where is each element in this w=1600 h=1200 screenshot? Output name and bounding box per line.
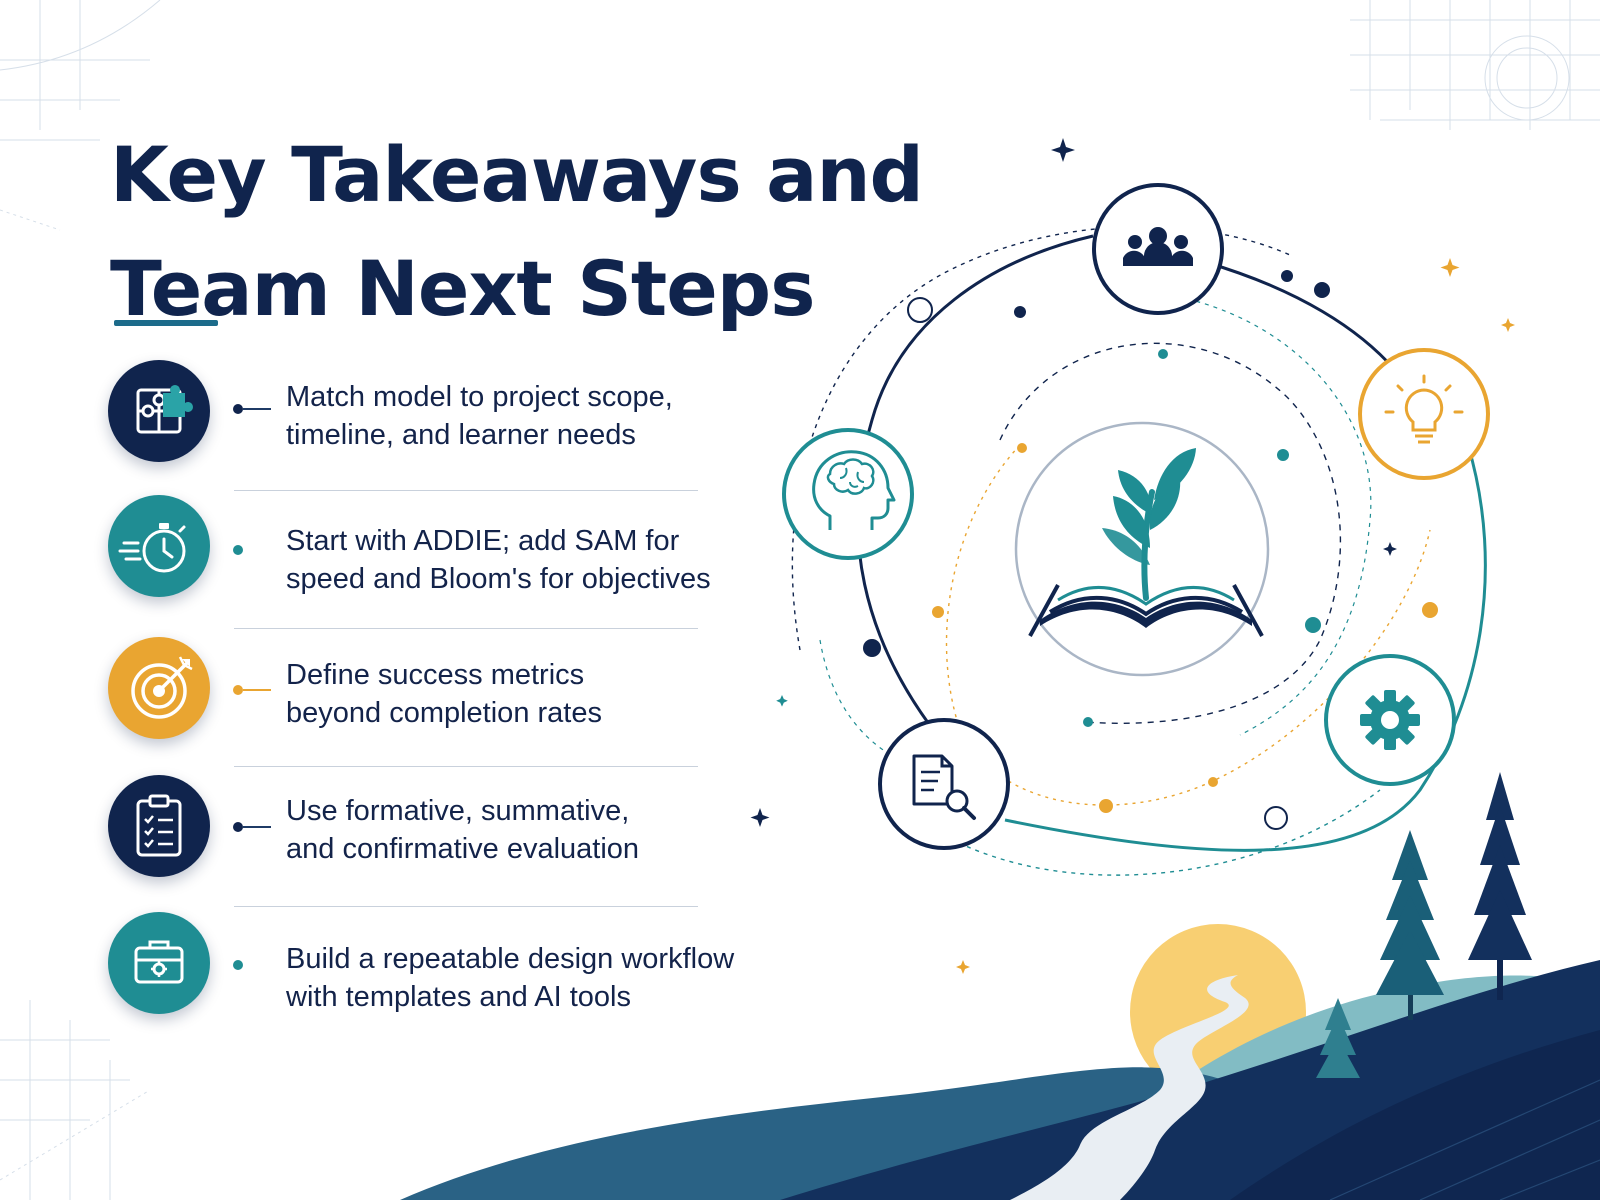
inner-dashed-ring-teal (1169, 294, 1372, 736)
small-pine-tree (1316, 998, 1360, 1078)
divider (234, 906, 698, 907)
target-icon (108, 637, 210, 739)
takeaway-line-2: speed and Bloom's for objectives (286, 563, 711, 595)
lightbulb-icon (1358, 348, 1490, 480)
stopwatch-icon (108, 495, 210, 597)
title-line-2: Team Next Steps (110, 244, 815, 333)
takeaway-text: Match model to project scope, timeline, … (286, 378, 673, 454)
takeaway-line-1: Define success metrics (286, 659, 585, 691)
sparkle-decoration (956, 258, 1515, 974)
takeaway-line-1: Build a repeatable design workflow (286, 943, 735, 975)
takeaway-line-2: beyond completion rates (286, 697, 602, 729)
divider (234, 766, 698, 767)
document-search-icon (878, 718, 1010, 850)
takeaway-text: Define success metrics beyond completion… (286, 656, 602, 732)
pine-tree (1468, 772, 1532, 1000)
takeaway-item: Build a repeatable design workflow with … (0, 912, 734, 1032)
main-ring-left (856, 234, 1094, 746)
bullet-line (243, 408, 271, 410)
title-line-1: Key Takeaways and (110, 130, 924, 219)
divider (234, 628, 698, 629)
takeaway-item: Match model to project scope, timeline, … (0, 357, 720, 477)
bullet-dot (233, 545, 243, 555)
takeaway-item: Define success metrics beyond completion… (0, 633, 720, 753)
pine-tree (1376, 830, 1444, 1020)
inner-dashed-ring (999, 342, 1342, 724)
takeaway-line-1: Match model to project scope, (286, 381, 673, 413)
team-icon (1092, 183, 1224, 315)
landscape-illustration (400, 772, 1600, 1200)
book-sprout-icon (1014, 421, 1270, 677)
takeaway-item: Start with ADDIE; add SAM for speed and … (0, 495, 720, 615)
toolbox-gear-icon (108, 912, 210, 1014)
takeaway-text: Build a repeatable design workflow with … (286, 940, 734, 1016)
clipboard-checklist-icon (108, 775, 210, 877)
puzzle-icon (108, 360, 210, 462)
takeaway-line-1: Use formative, summative, (286, 795, 630, 827)
bullet-dot (233, 960, 243, 970)
river-path (1010, 975, 1249, 1200)
outer-dashed-ring-lower (934, 789, 1381, 876)
takeaway-item: Use formative, summative, and confirmati… (0, 772, 720, 892)
title-underline (114, 320, 218, 326)
page-title: Key Takeaways and Team Next Steps (110, 118, 924, 346)
takeaway-text: Start with ADDIE; add SAM for speed and … (286, 522, 711, 598)
brain-head-icon (782, 428, 914, 560)
takeaway-line-2: timeline, and learner needs (286, 419, 636, 451)
takeaway-line-2: with templates and AI tools (286, 981, 631, 1013)
main-ring-right (1204, 260, 1397, 371)
gear-icon (1324, 654, 1456, 786)
sparkle-decoration (750, 138, 1397, 827)
takeaway-line-1: Start with ADDIE; add SAM for (286, 525, 680, 557)
bullet-line (243, 826, 271, 828)
bullet-dot (233, 822, 243, 832)
takeaway-line-2: and confirmative evaluation (286, 833, 640, 865)
orbit-dots (863, 270, 1438, 830)
takeaway-text: Use formative, summative, and confirmati… (286, 792, 639, 868)
main-ring-teal (1004, 444, 1487, 852)
bullet-line (243, 689, 271, 691)
bullet-dot (233, 404, 243, 414)
divider (234, 490, 698, 491)
bullet-dot (233, 685, 243, 695)
